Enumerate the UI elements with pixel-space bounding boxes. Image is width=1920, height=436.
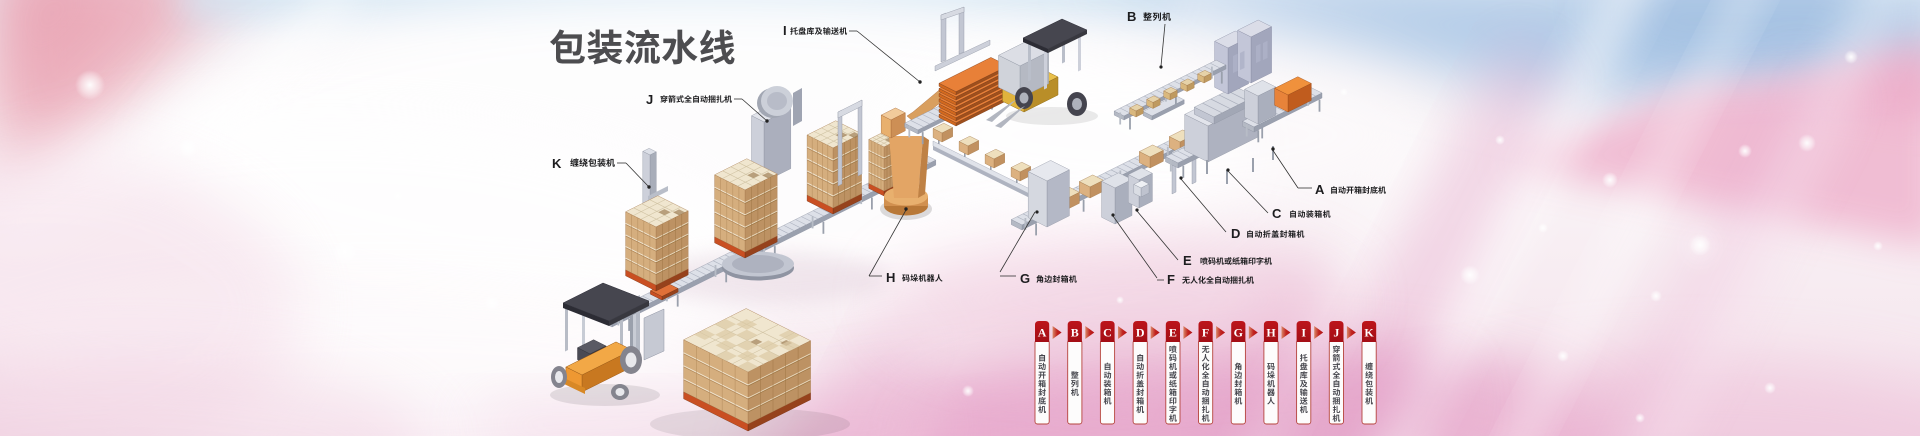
svg-text:K: K	[552, 156, 562, 171]
svg-text:B: B	[1071, 326, 1079, 340]
svg-text:J: J	[1333, 326, 1339, 340]
svg-text:E: E	[1183, 253, 1192, 268]
svg-text:D: D	[1136, 326, 1145, 340]
svg-text:H: H	[886, 270, 895, 285]
svg-text:C: C	[1103, 326, 1112, 340]
svg-text:K: K	[1364, 326, 1374, 340]
svg-text:A: A	[1038, 326, 1047, 340]
svg-text:I: I	[783, 23, 787, 38]
svg-text:E: E	[1169, 326, 1177, 340]
svg-text:D: D	[1231, 226, 1240, 241]
svg-text:C: C	[1272, 206, 1282, 221]
svg-text:F: F	[1167, 272, 1175, 287]
svg-text:I: I	[1301, 326, 1306, 340]
svg-text:G: G	[1234, 326, 1243, 340]
svg-text:A: A	[1315, 182, 1325, 197]
svg-text:J: J	[646, 92, 653, 107]
svg-text:F: F	[1202, 326, 1209, 340]
svg-text:H: H	[1266, 326, 1276, 340]
svg-text:G: G	[1020, 271, 1030, 286]
svg-text:B: B	[1127, 9, 1136, 24]
